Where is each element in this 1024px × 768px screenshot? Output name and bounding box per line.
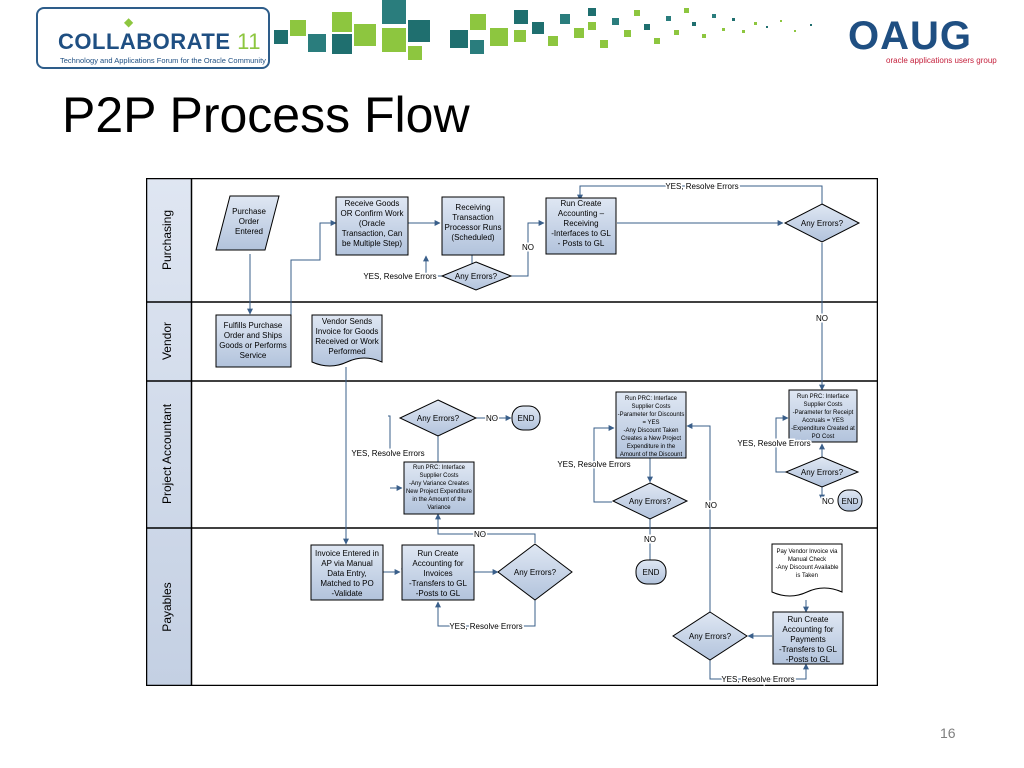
collaborate-tagline: Technology and Applications Forum for th… <box>60 56 266 65</box>
logo-diamond-icon: ◆ <box>124 15 134 29</box>
svg-text:END: END <box>518 414 535 423</box>
label-pa-no-mid: NO <box>705 501 717 510</box>
oaug-logo: OAUG oracle applications users group <box>848 14 1008 70</box>
svg-text:Any Errors?: Any Errors? <box>417 414 460 423</box>
page-number: 16 <box>940 725 956 741</box>
oaug-subtitle: oracle applications users group <box>886 56 997 65</box>
label-payables-yes-resolve-2: YES, Resolve Errors <box>721 675 794 684</box>
pixel-banner-decoration <box>274 0 812 60</box>
pa-any-errors-decision-3: Any Errors? <box>784 456 860 488</box>
svg-text:END: END <box>643 568 660 577</box>
lane-label-purchasing: Purchasing <box>160 210 174 270</box>
label-yes-resolve-top: YES, Resolve Errors <box>665 182 738 191</box>
svg-text:Any Errors?: Any Errors? <box>629 497 672 506</box>
label-pa-yes-resolve-1: YES, Resolve Errors <box>351 449 424 458</box>
svg-text:END: END <box>842 497 859 506</box>
label-no-receiving: NO <box>522 243 534 252</box>
payables-any-errors-decision-1: Any Errors? <box>497 543 573 601</box>
oaug-wordmark: OAUG <box>848 14 972 58</box>
label-yes-resolve-receiving: YES, Resolve Errors <box>363 272 436 281</box>
any-errors-accounting-decision: Any Errors? <box>783 203 861 243</box>
label-no-vendor: NO <box>816 314 828 323</box>
payables-end-terminal: END <box>635 559 667 585</box>
pa-any-errors-decision-2: Any Errors? <box>611 482 689 520</box>
svg-text:Any Errors?: Any Errors? <box>689 632 732 641</box>
svg-text:Any Errors?: Any Errors? <box>801 219 844 228</box>
label-pa-yes-resolve-3: YES, Resolve Errors <box>737 439 810 448</box>
collaborate-brand: COLLABORATE 11 <box>58 29 261 54</box>
payables-any-errors-decision-2: Any Errors? <box>672 611 748 661</box>
pa-end-terminal-1: END <box>511 405 541 431</box>
label-payables-no-1: NO <box>474 530 486 539</box>
label-pa-no-1: NO <box>486 414 498 423</box>
lane-label-payables: Payables <box>160 582 174 631</box>
label-pa-no-2: NO <box>644 535 656 544</box>
p2p-flow-diagram: Purchasing Vendor Project Accountant Pay… <box>146 178 878 686</box>
svg-text:Any Errors?: Any Errors? <box>514 568 557 577</box>
label-pa-yes-resolve-2: YES, Resolve Errors <box>557 460 630 469</box>
pa-any-errors-decision-1: Any Errors? <box>398 399 478 437</box>
lane-label-project-accountant: Project Accountant <box>160 403 174 504</box>
pa-end-terminal-3: END <box>837 489 863 512</box>
any-errors-receiving-decision: Any Errors? <box>440 261 513 291</box>
label-payables-yes-resolve-1: YES, Resolve Errors <box>449 622 522 631</box>
collaborate-logo: ◆ COLLABORATE 11 Technology and Applicat… <box>36 7 270 69</box>
svg-text:Any Errors?: Any Errors? <box>801 468 844 477</box>
lane-label-vendor: Vendor <box>160 322 174 360</box>
svg-text:Any Errors?: Any Errors? <box>455 272 498 281</box>
label-pa-no-3: NO <box>822 497 834 506</box>
slide-title: P2P Process Flow <box>62 87 470 143</box>
